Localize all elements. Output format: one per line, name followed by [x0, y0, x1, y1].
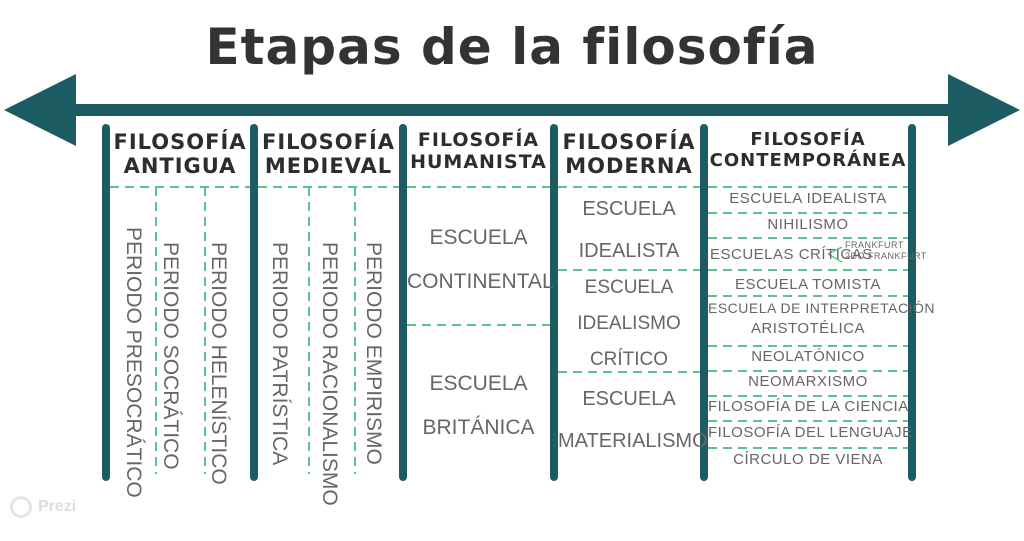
period-racionalismo: PERIODO RACIONALISMO — [318, 242, 341, 506]
column-medieval: FILOSOFÍA MEDIEVAL PERIODO PATRÍSTICA PE… — [258, 124, 399, 506]
school-britanica: ESCUELA BRITÁNICA — [422, 372, 535, 439]
list-item: FILOSOFÍA DEL LENGUAJE — [708, 424, 913, 441]
column-contemporanea: FILOSOFÍA CONTEMPORÁNEA ESCUELA IDEALIST… — [708, 124, 935, 480]
page-title: Etapas de la filosofía — [205, 18, 819, 76]
period-helenistico: PERIODO HELENÍSTICO — [207, 242, 230, 485]
column-humanista: FILOSOFÍA HUMANISTA ESCUELA CONTINENTAL … — [407, 124, 554, 480]
list-item: CÍRCULO DE VIENA — [733, 451, 883, 468]
list-item: NEOMARXISMO — [748, 373, 868, 390]
period-socratico: PERIODO SOCRÁTICO — [159, 242, 182, 470]
list-item: FILOSOFÍA DE LA CIENCIA — [708, 398, 909, 415]
branch-labels: FRANKFURT 2DO FRANKFURT — [845, 240, 927, 261]
school-materialismo: ESCUELA MATERIALISMO — [558, 388, 708, 452]
timeline-arrow-shaft — [50, 104, 974, 116]
list-item: ARISTOTÉLICA — [750, 320, 866, 337]
list-item: ESCUELA DE INTERPRETACIÓN — [708, 300, 935, 316]
period-presocratico: PERIODO PRESOCRÁTICO — [122, 227, 145, 498]
column-heading: FILOSOFÍA MODERNA — [562, 130, 696, 179]
column-moderna: FILOSOFÍA MODERNA ESCUELA IDEALISTA ESCU… — [558, 124, 708, 480]
prezi-logo-icon — [10, 496, 32, 518]
prezi-watermark: Prezi — [10, 496, 76, 518]
timeline-arrow-right-head — [948, 74, 1020, 146]
school-continental: ESCUELA CONTINENTAL — [407, 226, 554, 293]
school-idealista: ESCUELA IDEALISTA — [578, 198, 680, 262]
list-item: ESCUELA IDEALISTA — [729, 190, 887, 207]
column-divider — [550, 124, 558, 481]
column-divider — [250, 124, 258, 481]
column-heading: FILOSOFÍA MEDIEVAL — [261, 130, 396, 179]
column-divider — [908, 124, 916, 481]
school-idealismo-critico: ESCUELA IDEALISMO CRÍTICO — [577, 277, 681, 370]
column-antigua: FILOSOFÍA ANTIGUA PERIODO PRESOCRÁTICO P… — [110, 124, 250, 498]
list-item: NIHILISMO — [767, 216, 849, 233]
list-item: NEOLATÓNICO — [751, 348, 865, 365]
period-patristica: PERIODO PATRÍSTICA — [268, 242, 291, 466]
column-heading: FILOSOFÍA CONTEMPORÁNEA — [709, 129, 907, 171]
period-empirismo: PERIODO EMPIRISMO — [362, 242, 385, 465]
column-divider — [102, 124, 110, 481]
column-heading: FILOSOFÍA ANTIGUA — [113, 130, 247, 179]
column-heading: FILOSOFÍA HUMANISTA — [410, 129, 547, 173]
list-item: ESCUELA TOMISTA — [735, 276, 881, 293]
column-divider — [700, 124, 708, 481]
list-item: ESCUELAS CRÍTICAS — [710, 246, 873, 263]
column-divider — [399, 124, 407, 481]
timeline-arrow-left-head — [4, 74, 76, 146]
